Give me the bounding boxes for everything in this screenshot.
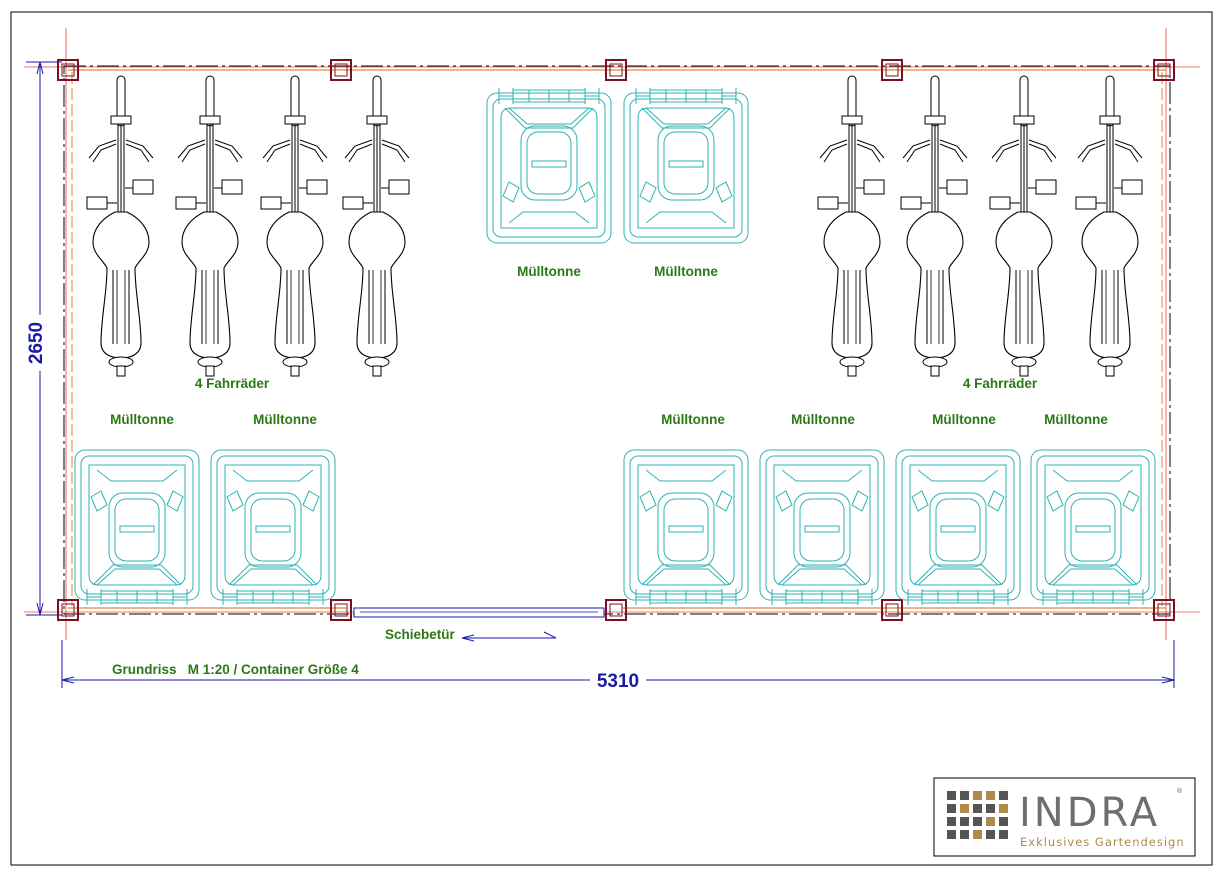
bin-label: Mülltonne [654,264,718,279]
bike [260,75,328,377]
bin-label: Mülltonne [791,412,855,427]
waste-bin [74,449,200,606]
bike [900,75,968,377]
indra-logo: INDRA ® Exklusives Gartendesign [933,777,1196,857]
waste-bin [486,87,612,244]
bin-label: Mülltonne [517,264,581,279]
bike [175,75,243,377]
logo-registered: ® [1176,787,1183,795]
construction-lines [24,28,1200,640]
sliding-door [353,607,605,618]
waste-bin [895,449,1021,606]
bin-label: Mülltonne [110,412,174,427]
logo-name: INDRA [1019,790,1160,836]
bike-group-left [86,75,410,377]
bins-top [486,87,749,244]
bike [817,75,885,377]
container-outline [63,65,1171,615]
height-dimension: 2650 [26,322,47,364]
waste-bin [759,449,885,606]
door-arrow [461,631,557,642]
height-dimension-bg [24,315,50,371]
bin-label: Mülltonne [932,412,996,427]
plan-caption: Grundriss M 1:20 / Container Größe 4 [112,662,359,677]
bins-bottom [74,449,1156,606]
waste-bin [623,449,749,606]
bike [1075,75,1143,377]
sheet-border [10,11,1213,866]
width-dimension: 5310 [597,671,639,692]
bike-group-right [817,75,1143,377]
bin-label: Mülltonne [661,412,725,427]
logo-mark-icon [947,791,1008,839]
logo-tagline: Exklusives Gartendesign [1020,835,1185,849]
width-dimension-bg [590,670,646,690]
bike [989,75,1057,377]
bin-label: Mülltonne [1044,412,1108,427]
door-label: Schiebetür [385,627,456,642]
bike-group-label: 4 Fahrräder [963,376,1038,391]
waste-bin [623,87,749,244]
bike [86,75,154,377]
bike-group-label: 4 Fahrräder [195,376,270,391]
bin-label: Mülltonne [253,412,317,427]
waste-bin [210,449,336,606]
bike [342,75,410,377]
waste-bin [1030,449,1156,606]
